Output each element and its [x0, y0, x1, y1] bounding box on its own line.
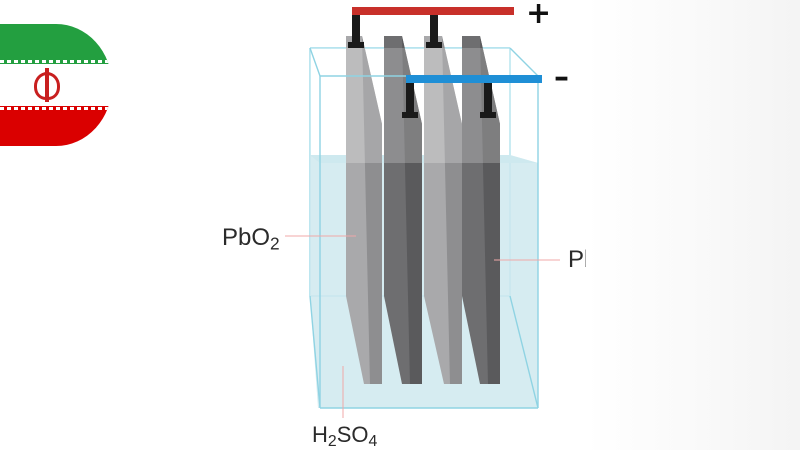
label-h2so4-so: SO	[336, 422, 369, 447]
pb-plate-1	[384, 36, 422, 384]
label-pb: Pb	[568, 246, 586, 273]
positive-terminals	[348, 12, 442, 48]
label-pbo2-main: PbO	[222, 224, 271, 251]
label-pbo2-sub: 2	[270, 233, 280, 254]
flag-ornament-top	[0, 60, 112, 63]
iran-flag-icon	[0, 24, 112, 146]
negative-sign: –	[554, 60, 569, 95]
right-mask	[586, 0, 800, 450]
flag-emblem-stem	[45, 68, 49, 102]
label-h2so4-clip: H2SO4	[310, 420, 390, 450]
flag-ornament-bottom	[0, 107, 112, 110]
negative-terminals	[402, 78, 496, 118]
pbo2-plate-2	[424, 36, 462, 384]
label-pbo2: PbO2	[222, 224, 280, 254]
positive-bus-bar	[352, 7, 514, 15]
label-h2so4-sub1: 2	[327, 432, 337, 450]
negative-bus-bar	[406, 75, 542, 83]
positive-sign: +	[526, 0, 552, 31]
label-h2so4-sub2: 4	[368, 432, 378, 450]
pbo2-plate-1	[346, 36, 382, 384]
flag-green-band	[0, 24, 112, 64]
label-pb-clip: Pb	[568, 246, 586, 280]
label-h2so4: H2SO4	[312, 422, 377, 450]
flag-red-band	[0, 106, 112, 146]
glass-overlay-upper	[310, 48, 538, 163]
label-h2so4-h: H	[312, 422, 328, 447]
pb-plate-2	[462, 36, 500, 384]
